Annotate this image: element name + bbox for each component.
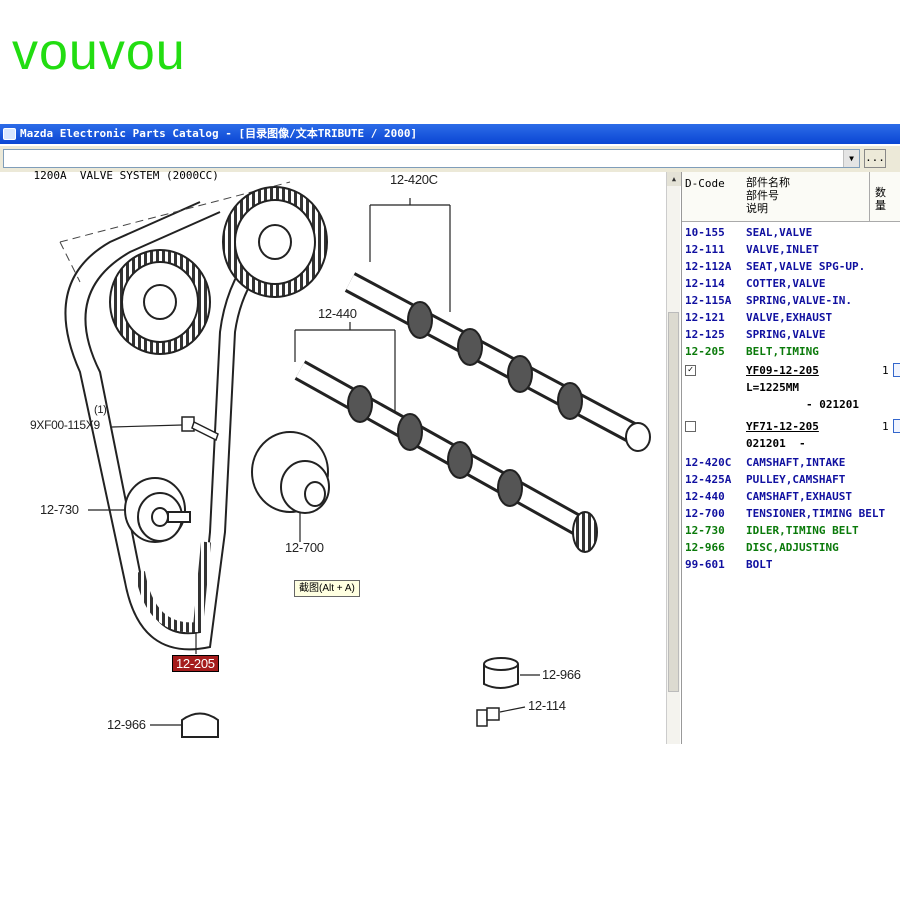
part-code: 12-425A xyxy=(685,473,732,486)
parts-row[interactable]: 12-112A SEAT,VALVE SPG-UP. xyxy=(682,258,900,275)
part-name: VALVE,EXHAUST xyxy=(746,311,833,324)
part-code: 12-966 xyxy=(685,541,725,554)
parts-row[interactable]: 12-440 CAMSHAFT,EXHAUST xyxy=(682,488,900,505)
part-name: IDLER,TIMING BELT xyxy=(746,524,859,537)
scrollbar-thumb[interactable] xyxy=(668,312,679,692)
parts-row[interactable]: 12-700 TENSIONER,TIMING BELT xyxy=(682,505,900,522)
part-name: PULLEY,CAMSHAFT xyxy=(746,473,846,486)
part-variant[interactable]: YF71-12-205 1 021201 - xyxy=(682,419,900,456)
parts-row[interactable]: 12-114 COTTER,VALVE xyxy=(682,275,900,292)
column-header-name[interactable]: 部件名称 部件号 说明 xyxy=(746,176,790,215)
parts-diagram[interactable]: 12-420C 12-440 (1) 9XF00-115X9 12-730 12… xyxy=(0,172,666,744)
label-cotter[interactable]: 12-114 xyxy=(528,698,566,713)
part-code: 12-115A xyxy=(685,294,732,307)
part-code: 12-205 xyxy=(685,345,725,358)
camshaft-exhaust xyxy=(294,360,598,553)
label-tensioner[interactable]: 12-700 xyxy=(285,540,324,555)
part-name: COTTER,VALVE xyxy=(746,277,826,290)
chevron-down-icon[interactable]: ▼ xyxy=(843,150,859,167)
part-name: SEAT,VALVE SPG-UP. xyxy=(746,260,866,273)
parts-row[interactable]: 12-125 SPRING,VALVE xyxy=(682,326,900,343)
camshaft-pulley-right xyxy=(222,186,328,298)
part-name: SPRING,VALVE xyxy=(746,328,826,341)
app-icon xyxy=(3,128,16,140)
label-bolt[interactable]: 9XF00-115X9 xyxy=(30,418,100,432)
label-disc-left[interactable]: 12-966 xyxy=(107,717,146,732)
section-select[interactable]: 1200A VALVE SYSTEM (2000CC) ▼ xyxy=(3,149,860,182)
variant-checkbox[interactable] xyxy=(685,421,696,432)
variant-date-range: - 021201 xyxy=(806,398,859,411)
variant-part-number[interactable]: YF71-12-205 xyxy=(746,420,819,433)
parts-row[interactable]: 10-155 SEAL,VALVE xyxy=(682,224,900,241)
parts-row[interactable]: 12-730 IDLER,TIMING BELT xyxy=(682,522,900,539)
camshaft-intake xyxy=(344,272,651,452)
part-code: 12-114 xyxy=(685,277,725,290)
variant-qty: 1 xyxy=(882,420,889,433)
variant-part-number[interactable]: YF09-12-205 xyxy=(746,364,819,377)
parts-row[interactable]: 12-420C CAMSHAFT,INTAKE xyxy=(682,454,900,471)
part-name: VALVE,INLET xyxy=(746,243,819,256)
part-code: 12-111 xyxy=(685,243,725,256)
adjusting-disc-left xyxy=(181,712,219,738)
variant-detail-button[interactable] xyxy=(893,363,900,377)
label-idler[interactable]: 12-730 xyxy=(40,502,79,517)
window-title-bar[interactable]: Mazda Electronic Parts Catalog - [目录图像/文… xyxy=(0,124,900,144)
label-bolt-qty: (1) xyxy=(94,404,107,416)
label-disc-right[interactable]: 12-966 xyxy=(542,667,581,682)
parts-list-header: D-Code 部件名称 部件号 说明 数 量 xyxy=(682,172,900,222)
camshaft-pulley-left xyxy=(109,249,211,355)
column-header-dcode[interactable]: D-Code xyxy=(685,177,725,190)
part-code: 12-730 xyxy=(685,524,725,537)
screenshot-tooltip: 截图(Alt + A) xyxy=(294,580,360,597)
part-code: 99-601 xyxy=(685,558,725,571)
part-code: 12-420C xyxy=(685,456,732,469)
parts-row[interactable]: 12-121 VALVE,EXHAUST xyxy=(682,309,900,326)
parts-row[interactable]: 12-115A SPRING,VALVE-IN. xyxy=(682,292,900,309)
part-code: 12-112A xyxy=(685,260,732,273)
parts-row[interactable]: 12-205 BELT,TIMING xyxy=(682,343,900,360)
part-code: 12-700 xyxy=(685,507,725,520)
column-header-qty[interactable]: 数 量 xyxy=(869,172,900,222)
parts-row[interactable]: 99-601 BOLT xyxy=(682,556,900,573)
diagram-drawing xyxy=(59,181,651,738)
toolbar: 1200A VALVE SYSTEM (2000CC) ▼ ... xyxy=(0,146,900,182)
parts-row[interactable]: 12-111 VALVE,INLET xyxy=(682,241,900,258)
part-name: SPRING,VALVE-IN. xyxy=(746,294,852,307)
label-belt-selected[interactable]: 12-205 xyxy=(172,655,219,672)
part-code: 12-440 xyxy=(685,490,725,503)
window-title: Mazda Electronic Parts Catalog - [目录图像/文… xyxy=(20,127,418,140)
part-name: BELT,TIMING xyxy=(746,345,819,358)
timing-belt-teeth xyxy=(135,541,211,633)
watermark-text: vouvou xyxy=(12,23,186,81)
diagram-scrollbar[interactable]: ▲ xyxy=(666,172,681,744)
bolt-part xyxy=(181,416,219,442)
section-select-value: 1200A VALVE SYSTEM (2000CC) xyxy=(33,169,219,182)
variant-spec: L=1225MM xyxy=(746,381,799,394)
part-variant[interactable]: ✓ YF09-12-205 1 L=1225MM - 021201 xyxy=(682,363,900,414)
variant-date-range: 021201 - xyxy=(746,437,806,450)
parts-row[interactable]: 12-425A PULLEY,CAMSHAFT xyxy=(682,471,900,488)
browse-button[interactable]: ... xyxy=(864,149,886,168)
part-name: BOLT xyxy=(746,558,773,571)
part-code: 12-125 xyxy=(685,328,725,341)
part-code: 12-121 xyxy=(685,311,725,324)
label-camshaft-exhaust[interactable]: 12-440 xyxy=(318,306,357,321)
part-name: CAMSHAFT,EXHAUST xyxy=(746,490,852,503)
idler-pulley xyxy=(124,477,191,543)
label-camshaft-intake[interactable]: 12-420C xyxy=(390,172,438,187)
variant-checkbox[interactable]: ✓ xyxy=(685,365,696,376)
part-code: 10-155 xyxy=(685,226,725,239)
variant-qty: 1 xyxy=(882,364,889,377)
tensioner-pulley xyxy=(251,431,330,514)
part-name: TENSIONER,TIMING BELT xyxy=(746,507,886,520)
cotter-part xyxy=(476,707,500,727)
adjusting-disc-right xyxy=(483,657,519,689)
part-name: DISC,ADJUSTING xyxy=(746,541,839,554)
part-name: CAMSHAFT,INTAKE xyxy=(746,456,846,469)
parts-row[interactable]: 12-966 DISC,ADJUSTING xyxy=(682,539,900,556)
variant-detail-button[interactable] xyxy=(893,419,900,433)
part-name: SEAL,VALVE xyxy=(746,226,813,239)
scroll-up-arrow-icon[interactable]: ▲ xyxy=(667,172,681,186)
